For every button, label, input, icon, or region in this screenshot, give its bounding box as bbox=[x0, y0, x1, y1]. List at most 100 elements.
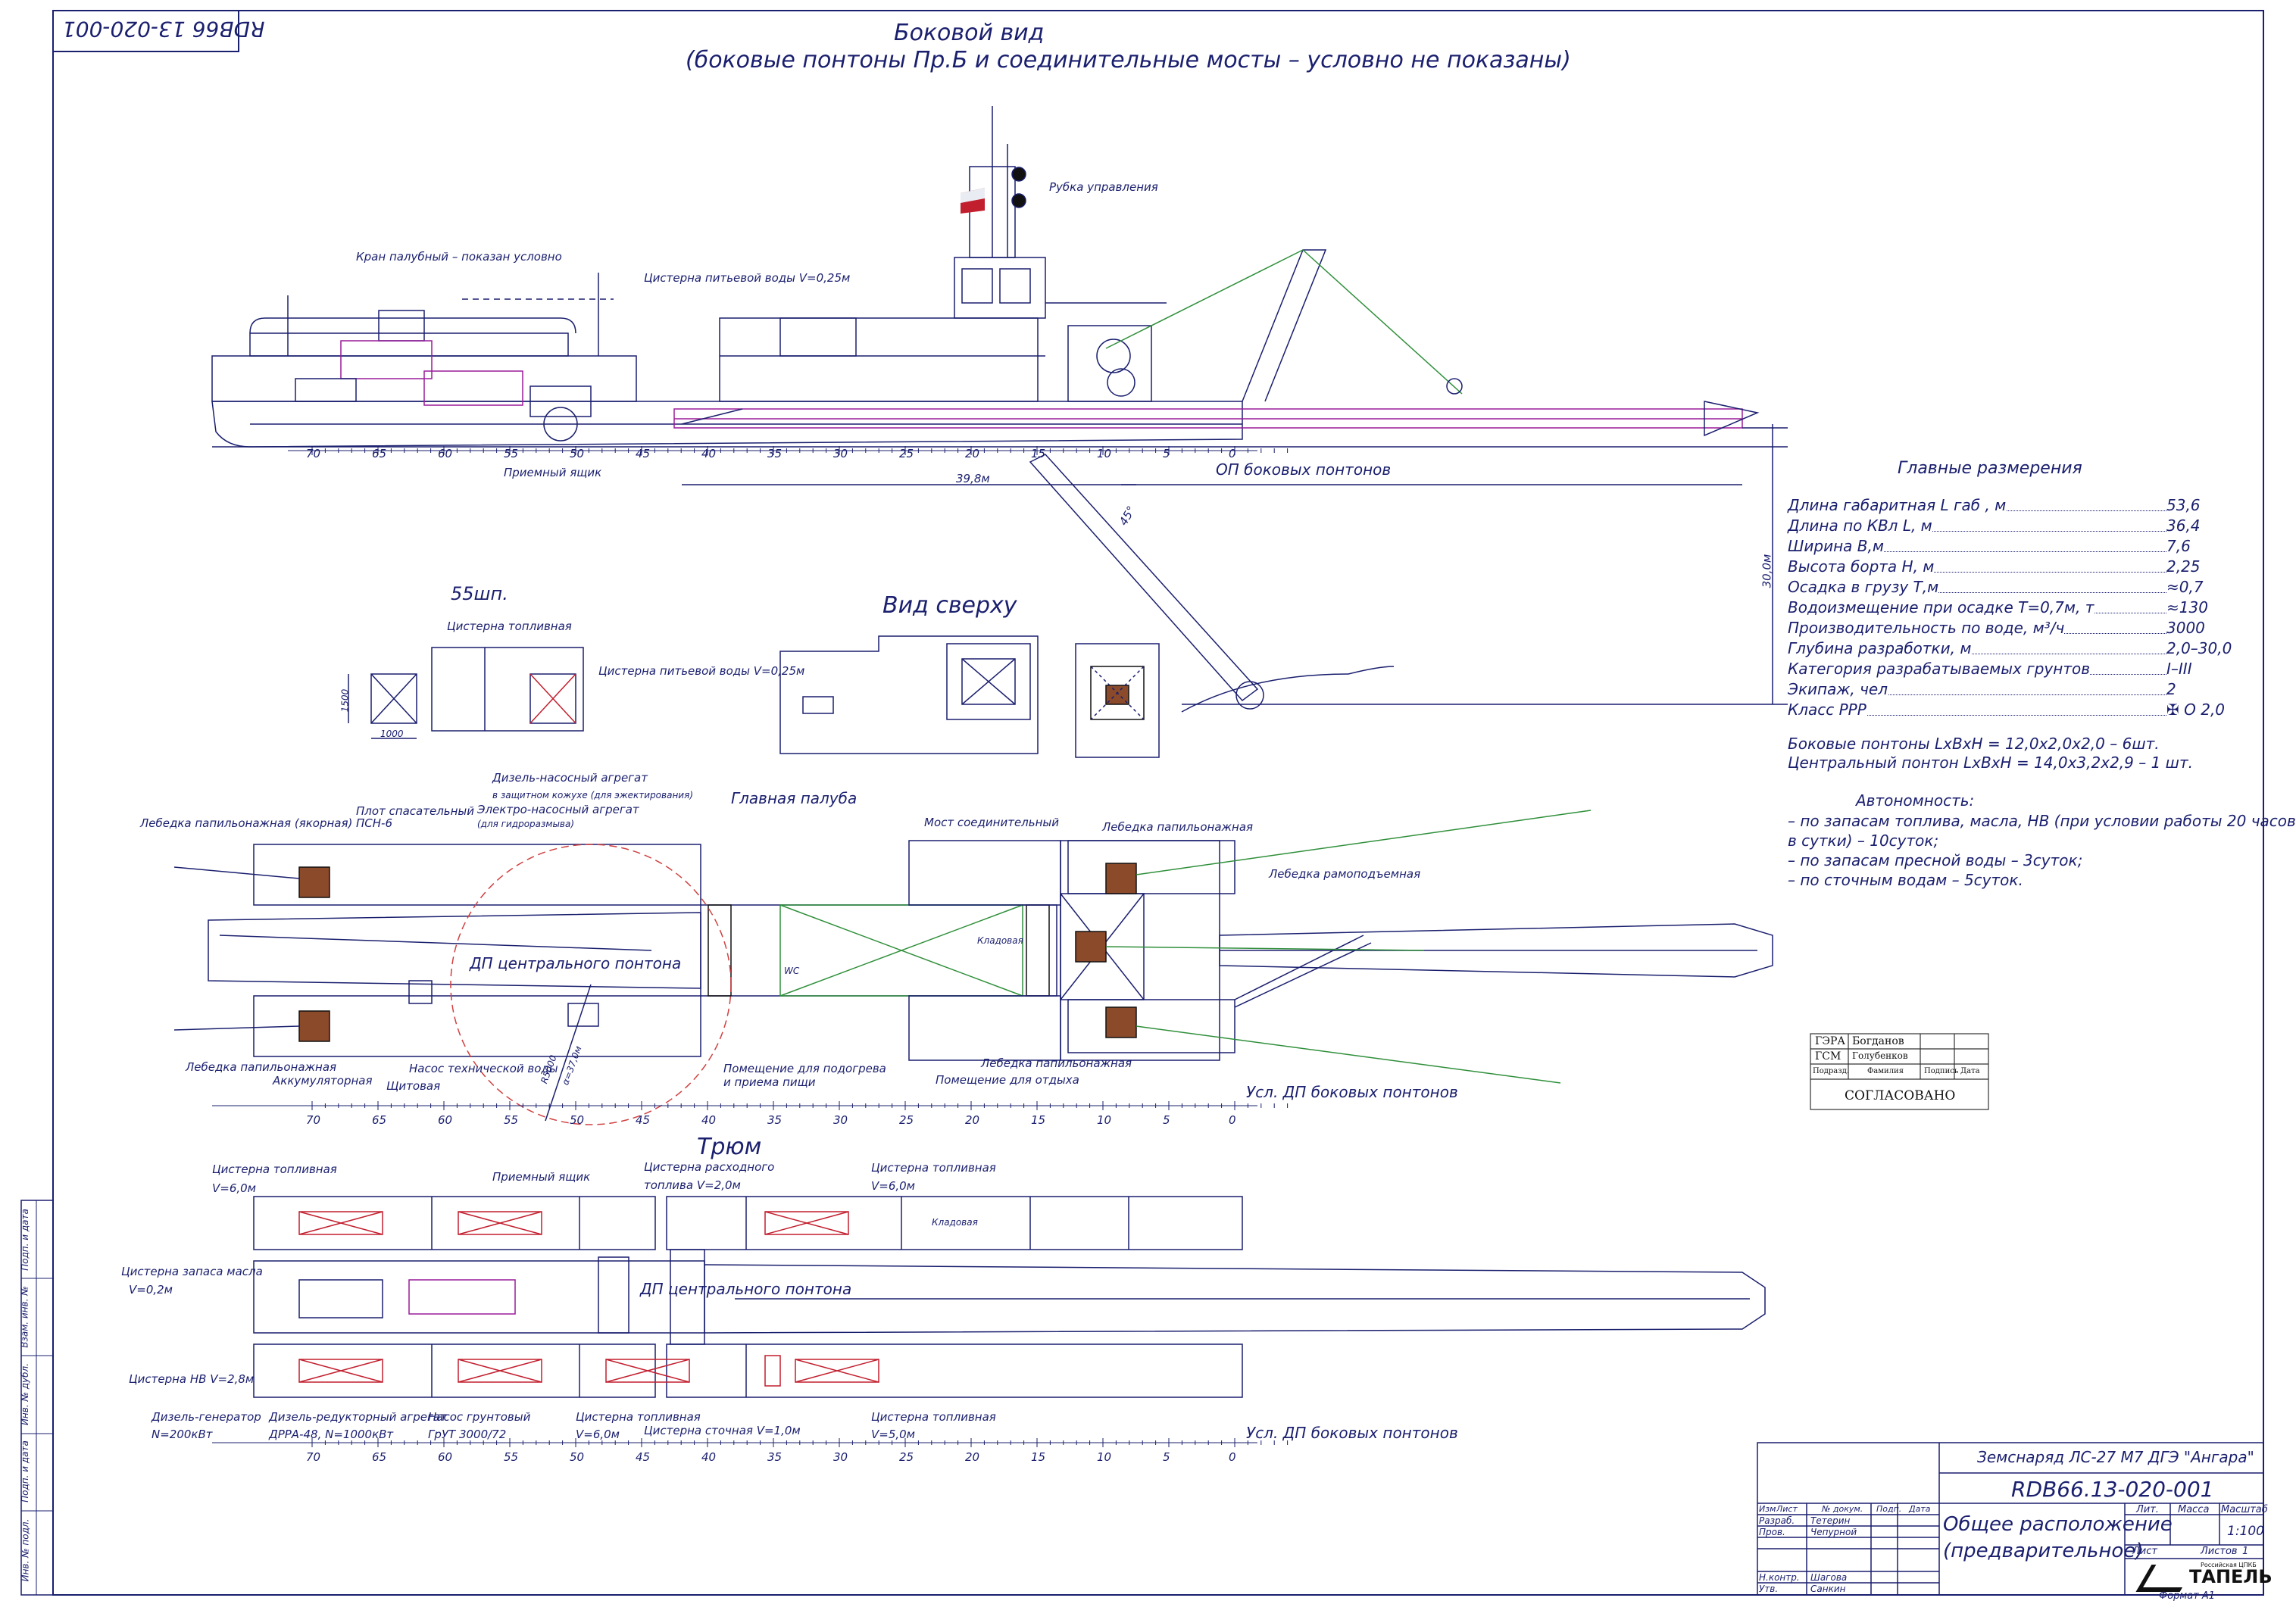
main-dims-row: Высота борта Н, м 2,25 bbox=[1788, 557, 2257, 577]
tb-sheets: Листов bbox=[2201, 1546, 2238, 1557]
autonomy-4: – по сточным водам – 5суток. bbox=[1788, 871, 2023, 889]
tb-code: RDB66.13-020-001 bbox=[2011, 1477, 2214, 1502]
scale-tick-label: 35 bbox=[767, 1450, 783, 1464]
hold-ground-pump-m: ГрУТ 3000/72 bbox=[428, 1428, 507, 1441]
scale-tick-label: 15 bbox=[1031, 1113, 1046, 1127]
hold-drawing bbox=[253, 1196, 1766, 1398]
approval-org1: ГЭРА bbox=[1815, 1035, 1846, 1047]
side-stamp-3: Инв. № дубл. bbox=[20, 1362, 31, 1426]
dims-leader bbox=[1788, 531, 2166, 532]
scale-tick-label: 5 bbox=[1163, 1113, 1170, 1127]
scale-tick-label: 10 bbox=[1097, 1450, 1112, 1464]
side-stamp-2: Взам. инв. № bbox=[19, 1286, 30, 1348]
pontoons-side: Боковые понтоны LxBxH = 12,0x2,0x2,0 – 6… bbox=[1788, 735, 2160, 753]
hold-pantry: Кладовая bbox=[932, 1217, 978, 1228]
dims-leader bbox=[1788, 694, 2166, 695]
dims-value: 2,25 bbox=[2166, 557, 2201, 576]
dims-value: 53,6 bbox=[2166, 496, 2201, 514]
dims-name: Высота борта Н, м bbox=[1788, 557, 1935, 576]
hold-fuel-tank-r: Цистерна топливная bbox=[871, 1161, 996, 1175]
scale-tick-label: 30 bbox=[833, 1113, 848, 1127]
scale-tick-label: 25 bbox=[899, 1113, 914, 1127]
scale-tick-label: 55 bbox=[504, 1450, 519, 1464]
md-winch-left-bottom: Лебедка папильонажная bbox=[186, 1060, 337, 1074]
scale-tick-label: 35 bbox=[767, 447, 783, 460]
dims-leader bbox=[1788, 551, 2166, 552]
autonomy-title: Автономность: bbox=[1856, 791, 1975, 810]
title-block-frame bbox=[1757, 1442, 2264, 1596]
autonomy-3: – по запасам пресной воды – 3суток; bbox=[1788, 851, 2083, 869]
scale-tick-label: 40 bbox=[701, 447, 717, 460]
md-pantry: Кладовая bbox=[977, 935, 1023, 946]
hold-title: Трюм bbox=[697, 1134, 762, 1160]
autonomy-1: – по запасам топлива, масла, НВ (при усл… bbox=[1788, 812, 2296, 830]
hold-fuel-tank-l-v: V=6,0м bbox=[212, 1181, 257, 1195]
md-electro-pump: Электро-насосный агрегат bbox=[477, 803, 639, 816]
tb-dev: Тетерин bbox=[1810, 1515, 1851, 1526]
hold-dp-line: Усл. ДП боковых понтонов bbox=[1246, 1424, 1458, 1442]
tb-logo: ТАПЕЛЬ bbox=[2189, 1566, 2273, 1587]
scale-tick-label: 15 bbox=[1031, 447, 1046, 460]
label-depth-30: 30,0м bbox=[1760, 554, 1774, 588]
tb-head-list: Лист bbox=[1776, 1504, 1798, 1514]
dims-name: Длина по КВл L, м bbox=[1788, 516, 1932, 535]
hold-ground-pump: Насос грунтовый bbox=[428, 1410, 531, 1424]
scale-tick-label: 20 bbox=[965, 1450, 980, 1464]
scale-tick-label: 25 bbox=[899, 447, 914, 460]
dims-name: Ширина В,м bbox=[1788, 537, 1884, 555]
scale-tick-label: 65 bbox=[372, 1113, 387, 1127]
hold-dp-central: ДП центрального понтона bbox=[640, 1280, 852, 1298]
hold-nv-tank: Цистерна НВ V=2,8м bbox=[129, 1372, 255, 1386]
label-water-tank: Цистерна питьевой воды V=0,25м bbox=[644, 271, 851, 285]
md-winch-anchor: Лебедка папильонажная (якорная) bbox=[140, 816, 353, 830]
scale-tick-label: 50 bbox=[570, 447, 585, 460]
hold-fuel-br-v: V=5,0м bbox=[871, 1428, 916, 1441]
md-diesel-pump-note: в защитном кожухе (для эжектирования) bbox=[492, 790, 693, 800]
top-view-water-tank: Цистерна питьевой воды V=0,25м bbox=[598, 664, 805, 678]
tb-lit: Лит. bbox=[2136, 1504, 2159, 1515]
hold-reducer: Дизель-редукторный агрегат bbox=[269, 1410, 447, 1424]
section-55-drawing bbox=[348, 647, 584, 739]
md-dp-line: Усл. ДП боковых понтонов bbox=[1246, 1083, 1458, 1101]
approval-col-div: Подразд. bbox=[1813, 1067, 1850, 1075]
approval-col-sign: Подпись bbox=[1924, 1067, 1959, 1075]
dims-name: Экипаж, чел bbox=[1788, 680, 1888, 698]
md-dp-central: ДП центрального понтона bbox=[470, 954, 682, 972]
dims-leader bbox=[1788, 715, 2166, 716]
side-stamp-4: Подп. и дата bbox=[19, 1440, 30, 1503]
scale-tick-label: 65 bbox=[372, 1450, 387, 1464]
md-wc: WC bbox=[784, 966, 800, 976]
md-raft: Плот спасательный bbox=[356, 804, 475, 818]
scale-tick-label: 35 bbox=[767, 1113, 783, 1127]
dims-name: Класс РРР bbox=[1788, 701, 1866, 719]
hold-consumable-v: топлива V=2,0м bbox=[644, 1178, 741, 1192]
tb-role-dev: Разраб. bbox=[1759, 1515, 1795, 1526]
md-electro-pump-note: (для гидроразмыва) bbox=[477, 819, 575, 829]
label-intake-box: Приемный ящик bbox=[504, 466, 602, 479]
dims-leader bbox=[1788, 572, 2166, 573]
tb-logo-sub: Российская ЦПКБ bbox=[2201, 1562, 2257, 1568]
scale-tick-label: 55 bbox=[504, 447, 519, 460]
scale-tick-label: 10 bbox=[1097, 447, 1112, 460]
hold-fuel-bl: Цистерна топливная bbox=[576, 1410, 701, 1424]
tb-chk: Чепурной bbox=[1810, 1527, 1857, 1537]
scale-tick-label: 40 bbox=[701, 1450, 717, 1464]
tb-name-line2: (предварительное) bbox=[1943, 1540, 2144, 1562]
tb-role-chk: Пров. bbox=[1759, 1527, 1785, 1537]
md-diesel-pump: Дизель-насосный агрегат bbox=[492, 771, 648, 785]
tb-head-izm: Изм bbox=[1759, 1504, 1776, 1514]
scale-tick-label: 60 bbox=[438, 1113, 453, 1127]
hold-oil-tank-v: V=0,2м bbox=[129, 1283, 173, 1297]
scale-tick-label: 30 bbox=[833, 447, 848, 460]
top-view-drawing bbox=[779, 635, 1160, 758]
section-55-title: 55шп. bbox=[451, 583, 508, 604]
md-raft-model: ПСН-6 bbox=[356, 816, 392, 830]
approval-name1: Богданов bbox=[1852, 1035, 1904, 1047]
dims-name: Категория разрабатываемых грунтов bbox=[1788, 660, 2091, 678]
tb-head-sign: Подп. bbox=[1876, 1504, 1902, 1514]
code-box bbox=[52, 10, 239, 52]
